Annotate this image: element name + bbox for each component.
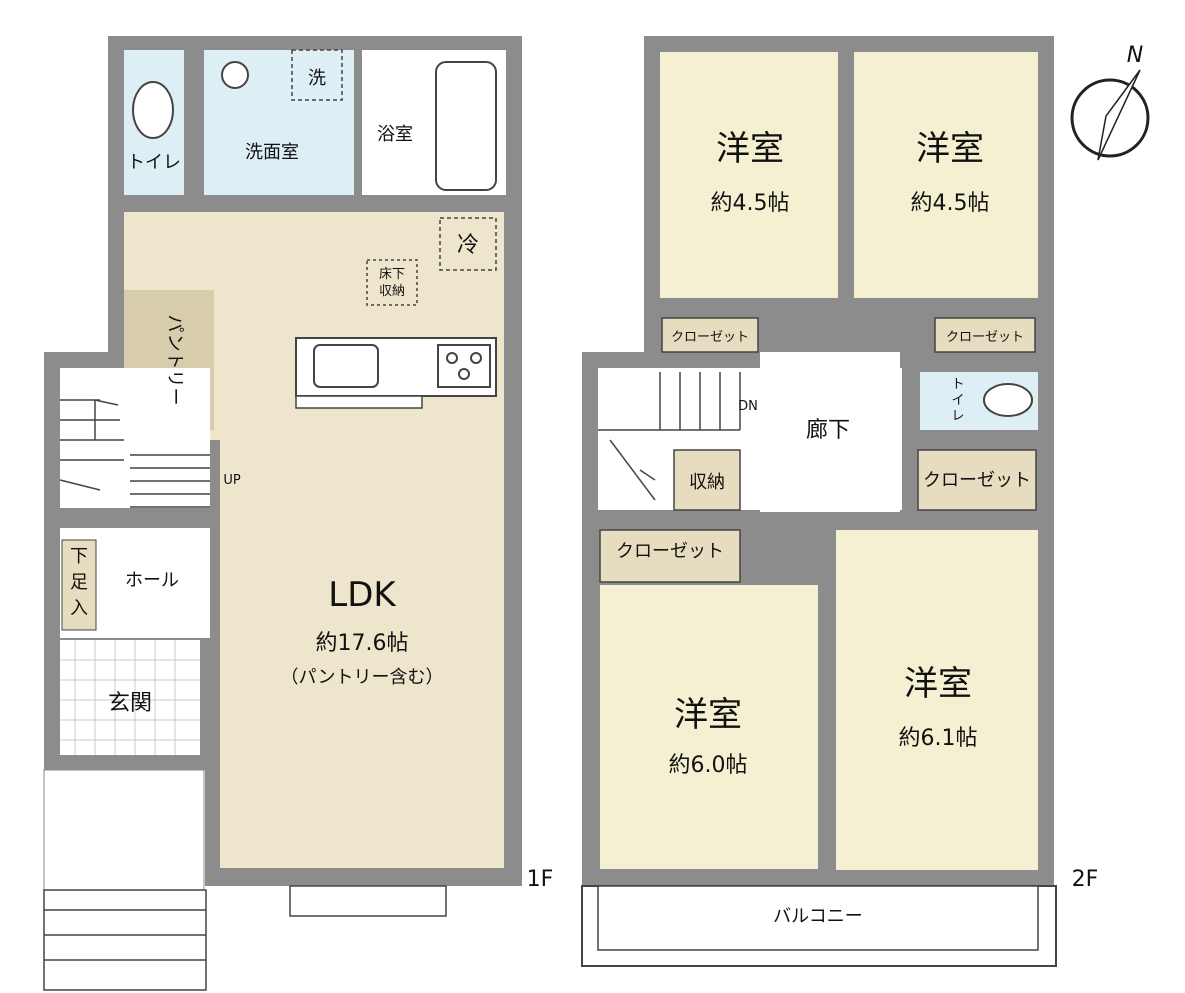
fridge-label: 冷	[457, 233, 479, 258]
floor1-label: 1F	[527, 867, 554, 892]
closet-nw-label: クローゼット	[671, 330, 749, 345]
room-se	[836, 530, 1038, 870]
fridge-space	[439, 217, 497, 271]
washer-label: 洗	[308, 68, 326, 89]
closet-nw-box	[661, 317, 759, 353]
shoe-label-2: 足	[70, 572, 88, 593]
ldk-note-label: （パントリー含む）	[281, 667, 444, 688]
washer-space	[291, 49, 343, 101]
stove	[437, 344, 491, 388]
entrance-tiles	[60, 640, 200, 755]
closet-sw-label: クローゼット	[616, 541, 724, 562]
stairs-1f-lines	[59, 399, 210, 508]
steps	[43, 889, 207, 991]
kitchen-sink	[313, 344, 379, 388]
closet-e-label: クローゼット	[923, 470, 1031, 491]
balcony-label: バルコニー	[773, 906, 863, 927]
storage-2f-box	[673, 449, 741, 511]
ldk-size-label: 約17.6帖	[316, 631, 409, 656]
corridor-mid	[760, 352, 900, 512]
room-nw-name: 洋室	[716, 129, 784, 169]
closet-ne-box	[934, 317, 1036, 353]
closet-sw-box	[599, 529, 741, 583]
balcony-inner	[597, 885, 1039, 951]
compass: N	[1070, 43, 1150, 161]
pantry-label: パントリー	[164, 315, 185, 406]
room-nw	[660, 52, 838, 298]
shoe-label-3: 入	[70, 598, 88, 619]
toilet-2f-label-3: レ	[951, 409, 964, 424]
stairs-up-label: UP	[223, 473, 241, 488]
toilet-1f-label: トイレ	[127, 152, 181, 173]
underfloor-label-1: 床下	[379, 267, 405, 282]
room-ne-name: 洋室	[916, 129, 984, 169]
room-se-size: 約6.1帖	[899, 726, 978, 751]
bath-label: 浴室	[377, 124, 413, 145]
stairs-down-label: DN	[738, 399, 758, 414]
ldk-name-label: LDK	[328, 575, 397, 615]
floor2-label: 2F	[1072, 867, 1099, 892]
room-nw-size: 約4.5帖	[711, 191, 790, 216]
shoe-closet-1f	[61, 539, 97, 631]
underfloor-storage	[366, 259, 418, 306]
washroom-label: 洗面室	[245, 142, 299, 163]
entrance	[60, 640, 200, 755]
stairs-1f	[60, 368, 210, 508]
toilet-2f-label-2: イ	[951, 393, 964, 408]
compass-icon	[1070, 78, 1150, 158]
bathtub	[435, 61, 497, 191]
floor-1: トイレ 洗面室 洗 浴室 冷 床下 収納 パントリー UP 下 足 入 ホール …	[43, 36, 554, 991]
stairs-2f-lines	[598, 372, 741, 501]
shoe-label-1: 下	[70, 546, 88, 567]
closet-ne-label: クローゼット	[946, 330, 1024, 345]
room-sw-name: 洋室	[674, 695, 742, 735]
counter-wall	[295, 395, 423, 409]
porch	[43, 769, 205, 891]
room-ne-size: 約4.5帖	[911, 191, 990, 216]
toilet-bowl-2f	[983, 383, 1033, 417]
room-se-name: 洋室	[904, 664, 972, 704]
entrance-label: 玄関	[108, 691, 152, 716]
room-sw	[600, 585, 818, 869]
closet-e-box	[917, 449, 1037, 511]
toilet-bowl-1f	[132, 81, 174, 139]
corridor-label: 廊下	[806, 418, 850, 443]
north-label: N	[1127, 43, 1143, 68]
room-sw-size: 約6.0帖	[669, 753, 748, 778]
room-ne	[854, 52, 1038, 298]
hall-label: ホール	[125, 570, 179, 591]
toilet-2f-label-1: ト	[951, 377, 964, 392]
bay-window-1f	[289, 885, 447, 917]
storage-2f-label: 収納	[689, 472, 725, 493]
wash-basin	[221, 61, 249, 89]
floor-2: 洋室 約4.5帖 洋室 約4.5帖 クローゼット クローゼット DN 廊下 ト …	[581, 36, 1099, 967]
underfloor-label-2: 収納	[379, 284, 405, 299]
